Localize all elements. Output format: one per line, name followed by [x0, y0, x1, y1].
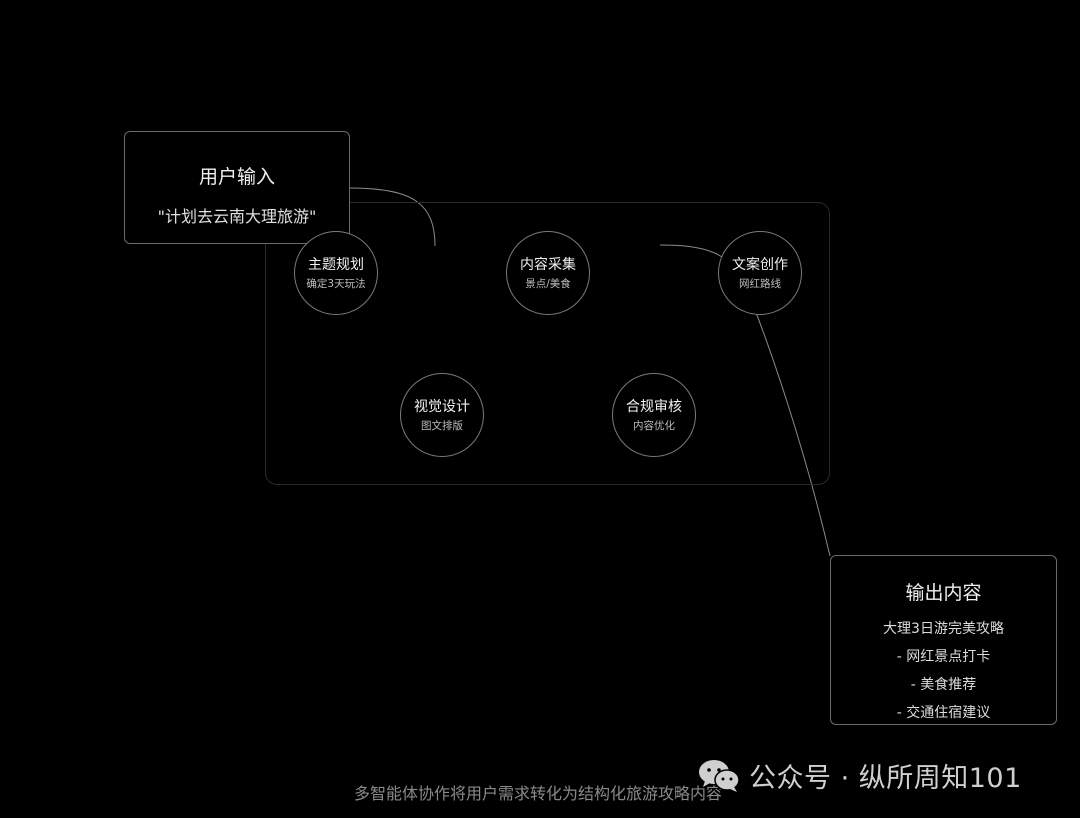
agent-subtitle: 景点/美食	[525, 277, 571, 290]
watermark: 公众号 · 纵所周知101	[697, 755, 1022, 795]
agent-title: 文案创作	[732, 256, 788, 273]
agent-subtitle: 确定3天玩法	[306, 277, 366, 290]
agent-theme-planning: 主题规划 确定3天玩法	[294, 231, 378, 315]
agent-compliance-review: 合规审核 内容优化	[612, 373, 696, 457]
agent-visual-design: 视觉设计 图文排版	[400, 373, 484, 457]
agent-title: 主题规划	[308, 256, 364, 273]
agent-subtitle: 图文排版	[421, 419, 463, 432]
output-line: 大理3日游完美攻略	[883, 621, 1004, 637]
wechat-icon	[699, 760, 740, 792]
user-input-box: 用户输入 "计划去云南大理旅游"	[124, 131, 350, 244]
output-title: 输出内容	[905, 582, 982, 604]
user-input-text: "计划去云南大理旅游"	[157, 207, 317, 226]
agent-copywriting: 文案创作 网红路线	[718, 231, 802, 315]
user-input-title: 用户输入	[198, 166, 275, 188]
agent-title: 合规审核	[626, 398, 682, 415]
agent-subtitle: 内容优化	[633, 419, 675, 432]
agents-panel	[265, 202, 830, 485]
agent-title: 内容采集	[520, 256, 576, 273]
output-box: 输出内容 大理3日游完美攻略 - 网红景点打卡 - 美食推荐 - 交通住宿建议	[830, 555, 1057, 725]
agent-content-collection: 内容采集 景点/美食	[506, 231, 590, 315]
output-line: - 网红景点打卡	[896, 649, 991, 665]
agent-subtitle: 网红路线	[739, 277, 781, 290]
output-line: - 交通住宿建议	[896, 705, 991, 721]
output-lines: 大理3日游完美攻略 - 网红景点打卡 - 美食推荐 - 交通住宿建议	[831, 615, 1056, 727]
output-line: - 美食推荐	[910, 677, 977, 693]
diagram-caption: 多智能体协作将用户需求转化为结构化旅游攻略内容	[354, 784, 723, 803]
watermark-text: 公众号 · 纵所周知101	[749, 762, 1022, 794]
agent-title: 视觉设计	[414, 398, 470, 415]
